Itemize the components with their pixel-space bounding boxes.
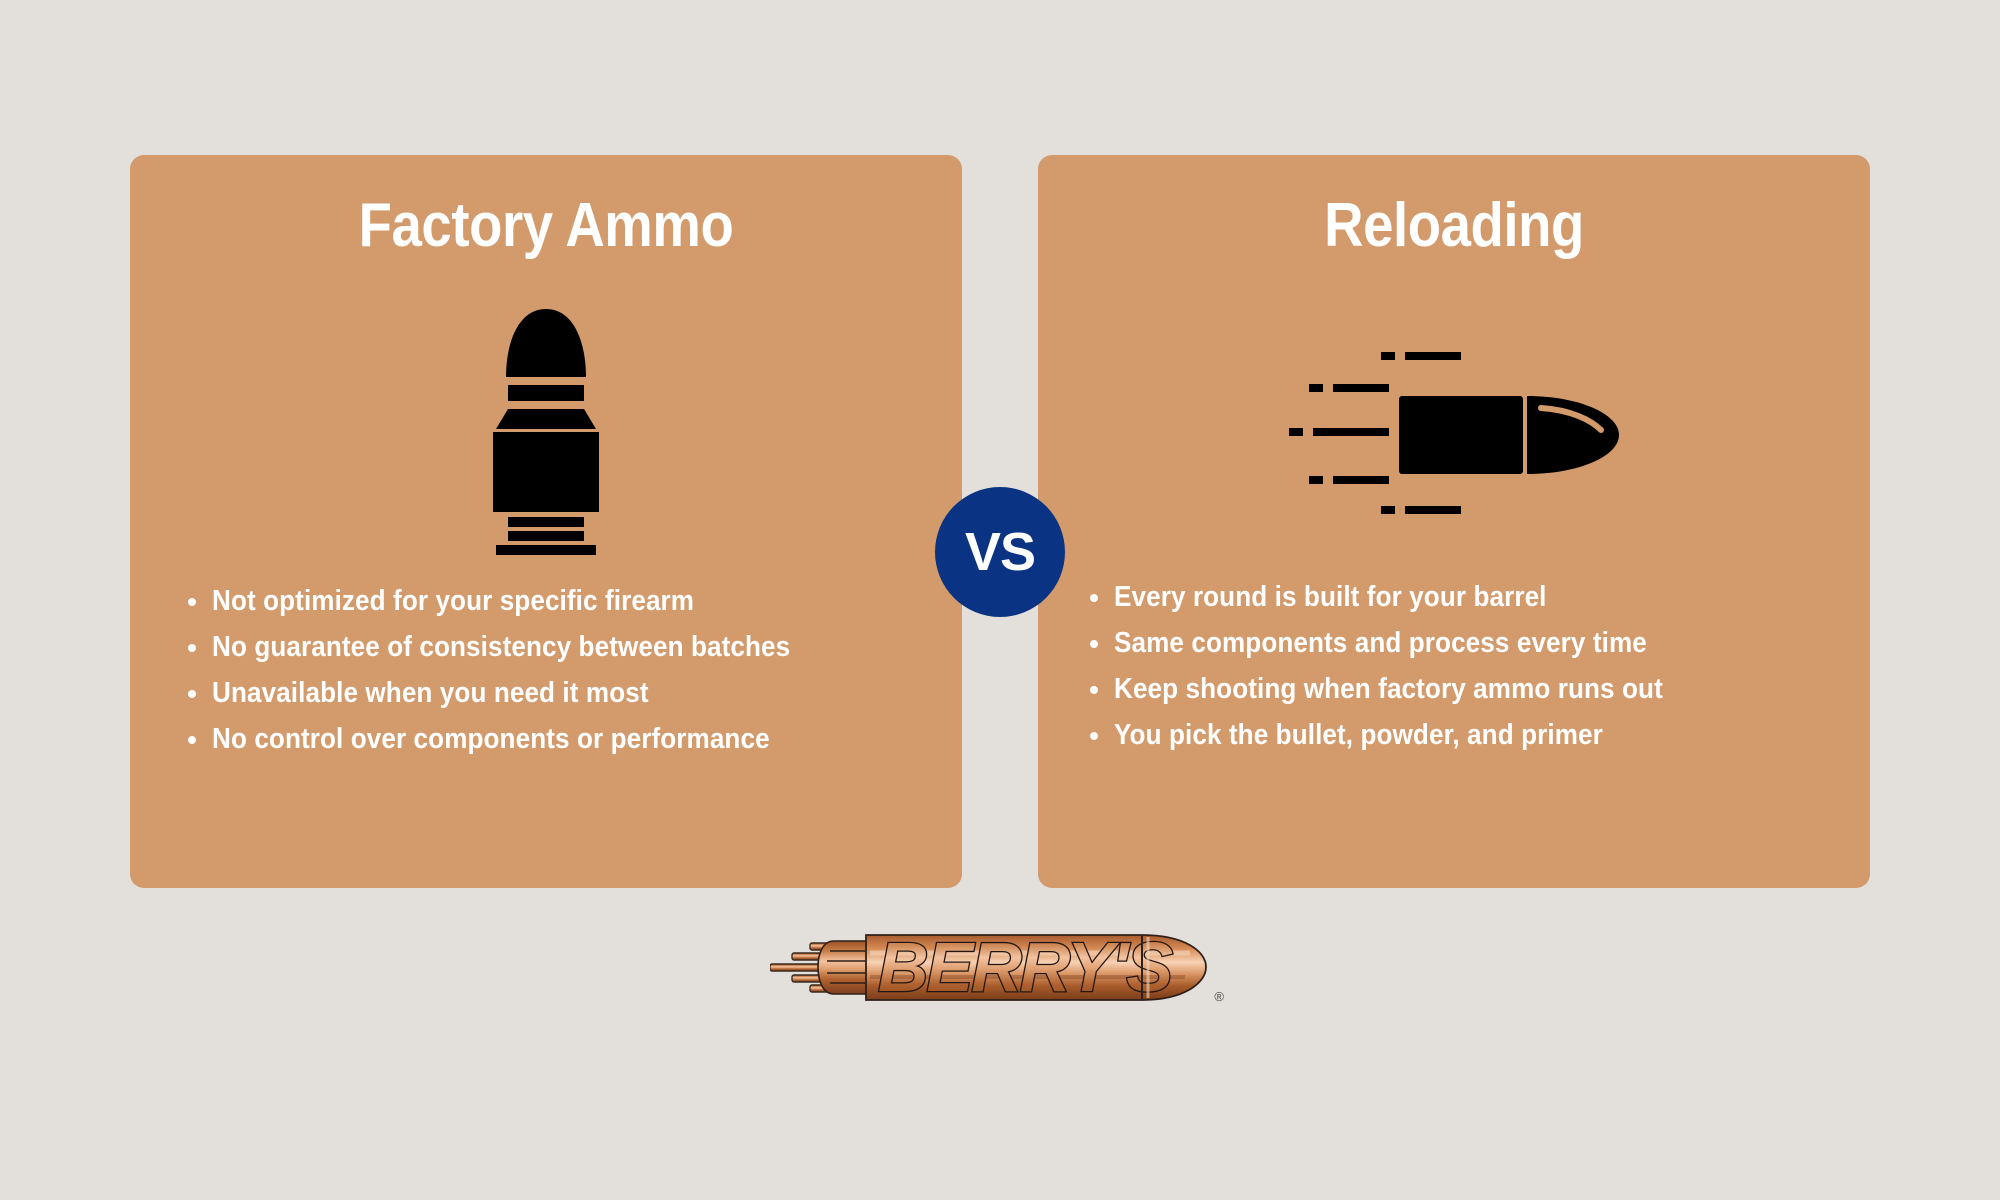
bullet-text: Unavailable when you need it most [212,677,649,709]
list-item: No guarantee of consistency between batc… [182,631,854,664]
bullet-text: Every round is built for your barrel [1114,581,1547,613]
bullet-text: No guarantee of consistency between batc… [212,631,791,663]
berrys-logo: BERRY'S ® [770,915,1230,1020]
bullet-text: Same components and process every time [1114,627,1647,659]
registered-mark: ® [1214,989,1224,1004]
card-title-reloading: Reloading [1324,191,1584,260]
list-item: You pick the bullet, powder, and primer [1084,719,1724,752]
bullet-text: Not optimized for your specific firearm [212,585,695,617]
reloading-bullet-list: Every round is built for your barrel Sam… [1084,581,1724,765]
list-item: Unavailable when you need it most [182,677,854,710]
flying-bullet-icon [1289,352,1619,514]
cartridge-vertical-icon [493,309,599,555]
reloading-icon-area [1038,295,1870,565]
factory-ammo-bullet-list: Not optimized for your specific firearm … [182,585,854,769]
berrys-wordmark-text: BERRY'S [878,928,1172,1006]
bullet-text: Keep shooting when factory ammo runs out [1114,673,1663,705]
list-item: Keep shooting when factory ammo runs out [1084,673,1724,706]
comparison-card-factory-ammo: Factory Ammo Not optimized for your spe [130,155,962,888]
vs-label: VS [964,522,1036,582]
factory-ammo-icon-area [130,295,962,565]
bullet-text: No control over components or performanc… [212,723,770,755]
list-item: Every round is built for your barrel [1084,581,1724,614]
list-item: Same components and process every time [1084,627,1724,660]
list-item: Not optimized for your specific firearm [182,585,854,618]
card-title-factory-ammo: Factory Ammo [358,191,734,260]
vs-badge: VS [935,487,1065,617]
list-item: No control over components or performanc… [182,723,854,756]
comparison-card-reloading: Reloading [1038,155,1870,888]
berrys-wordmark-bullet-icon: BERRY'S [770,927,1207,1007]
bullet-text: You pick the bullet, powder, and primer [1114,719,1603,751]
